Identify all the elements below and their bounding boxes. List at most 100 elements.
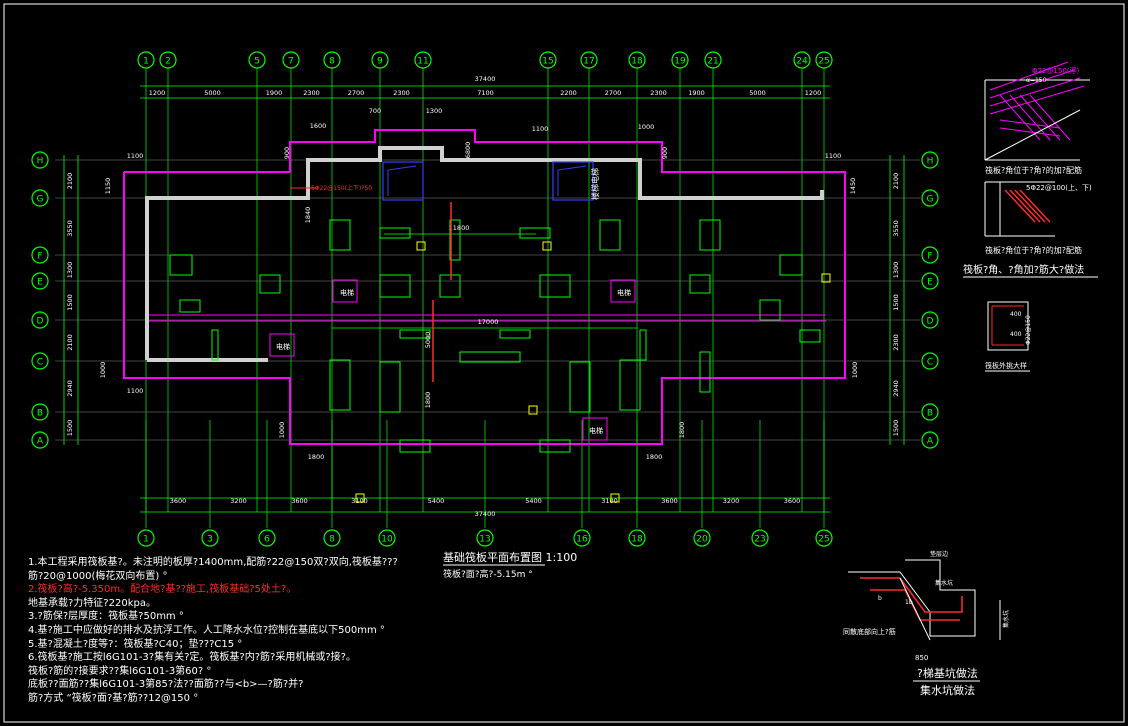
dimension-label: 1450 <box>849 178 857 195</box>
dimension-label: 1900 <box>688 89 705 97</box>
dimension-label: 1150 <box>104 178 112 195</box>
axis-bubble-10: 10 <box>378 529 396 547</box>
dimension-label: 3600 <box>170 497 187 505</box>
svg-text:850: 850 <box>915 654 928 662</box>
column-stub <box>599 219 621 251</box>
column-stub <box>689 274 711 294</box>
note-line: 6.筏板基?施工按l6G101-3?集有关?定。筏板基?内?筋?采用机械或?接?… <box>28 652 356 664</box>
svg-text:G: G <box>927 195 934 205</box>
note-line: 1.本工程采用筏板基?。未注明的板厚?1400mm,配筋?22@150双?双向,… <box>28 557 398 568</box>
svg-text:F: F <box>927 252 932 262</box>
dimension-label: 1000 <box>99 362 107 379</box>
axis-bubble-21: 21 <box>704 51 722 69</box>
svg-text:筏板外挑大样: 筏板外挑大样 <box>985 361 1027 370</box>
dimension-label: 1500 <box>66 420 74 437</box>
svg-text:H: H <box>927 157 934 167</box>
row-bubble-H-right: H <box>921 151 939 169</box>
dimension-label: 1800 <box>646 453 663 461</box>
svg-text:1b: 1b <box>905 599 913 606</box>
dimension-label: 1100 <box>127 387 144 395</box>
axis-bubble-17: 17 <box>580 51 598 69</box>
column-stub <box>779 254 803 276</box>
svg-text:18: 18 <box>631 535 643 545</box>
axis-bubble-1: 1 <box>137 51 155 69</box>
dimension-label: 6800 <box>464 142 472 159</box>
svg-text:9: 9 <box>377 57 383 67</box>
column-stub <box>169 254 193 276</box>
dimension-label: 3600 <box>661 497 678 505</box>
dimension-label: 3550 <box>66 220 74 237</box>
svg-text:电梯: 电梯 <box>340 288 354 297</box>
svg-text:A: A <box>37 437 44 447</box>
dimension-label: 1800 <box>678 422 686 439</box>
axis-bubble-24: 24 <box>793 51 811 69</box>
column-stub <box>699 219 721 251</box>
row-bubble-G-right: G <box>921 189 939 207</box>
dimension-label: 2940 <box>66 380 74 397</box>
svg-text:集水坑: 集水坑 <box>1002 610 1010 628</box>
dimension-label: 1840 <box>304 207 312 224</box>
svg-text:16: 16 <box>576 535 588 545</box>
note-line: 5.基?混凝土?度等?：筏板基?C40；垫???C15 ° <box>28 638 243 650</box>
svg-text:E: E <box>927 278 933 288</box>
dimension-label: 2100 <box>892 173 900 190</box>
svg-text:20: 20 <box>696 535 708 545</box>
dimension-label: 1000 <box>278 422 286 439</box>
axis-bubble-6: 6 <box>258 529 276 547</box>
row-bubble-A-right: A <box>921 431 939 449</box>
dimension-label: 900 <box>283 147 291 159</box>
svg-text:电梯: 电梯 <box>589 426 603 435</box>
svg-text:筏板?角位于?角?的加?配筋: 筏板?角位于?角?的加?配筋 <box>985 245 1082 255</box>
svg-text:25: 25 <box>818 57 829 67</box>
column-stub <box>539 439 571 453</box>
svg-text:?梯基坑做法: ?梯基坑做法 <box>917 666 978 680</box>
column-stub <box>211 329 219 361</box>
svg-text:24: 24 <box>796 57 808 67</box>
dimension-label: 1300 <box>892 262 900 279</box>
svg-text:7: 7 <box>288 57 294 67</box>
dimension-label: 2100 <box>66 334 74 351</box>
column-stub <box>539 274 571 298</box>
svg-text:400: 400 <box>1010 311 1022 318</box>
row-bubble-F: F <box>31 246 49 264</box>
note-line: 筏板?筋的?接要求??集l6G101-3第60? ° <box>28 665 212 677</box>
column-stub <box>399 329 431 339</box>
column-stub <box>799 329 821 343</box>
raft-outline <box>123 129 846 445</box>
dimension-label: 1100 <box>825 152 842 160</box>
svg-text:6: 6 <box>264 535 270 545</box>
svg-text:电梯: 电梯 <box>276 342 290 351</box>
dimension-label: 5000 <box>204 89 221 97</box>
row-bubble-H: H <box>31 151 49 169</box>
note-line: 筋?20@1000(梅花双向布置) ° <box>28 570 168 582</box>
dimension-label: 900 <box>661 147 669 159</box>
svg-text:H: H <box>37 157 44 167</box>
axis-bubble-8: 8 <box>323 529 341 547</box>
svg-text:1: 1 <box>143 57 149 67</box>
row-bubble-B-right: B <box>921 403 939 421</box>
corner-detail-2: 5Φ22@100(上、下) 筏板?角位于?角?的加?配筋 筏板?角、?角加?筋大… <box>963 181 1098 278</box>
dimension-label: 2300 <box>303 89 320 97</box>
interior-columns <box>169 219 821 453</box>
row-bubble-C-right: C <box>921 352 939 370</box>
axis-bubble-5: 5 <box>248 51 266 69</box>
dimension-label: 3600 <box>784 497 801 505</box>
svg-text:集水坑做法: 集水坑做法 <box>920 683 975 697</box>
column-stub <box>259 274 281 294</box>
dimension-label: 5000 <box>749 89 766 97</box>
svg-text:19: 19 <box>674 57 686 67</box>
column-stub <box>439 274 461 298</box>
dimension-label: 1900 <box>266 89 283 97</box>
dimension-label: 37400 <box>475 510 496 518</box>
pit-tag-2: 电梯 <box>610 279 636 303</box>
dimension-label: 1800 <box>424 392 432 409</box>
note-line: 底板??面筋??集l6G101-3第85?法??面筋??与<b>—?筋?并? <box>28 679 304 691</box>
svg-text:B: B <box>37 409 43 419</box>
svg-text:集水坑: 集水坑 <box>935 579 953 587</box>
row-bubble-D-right: D <box>921 311 939 329</box>
svg-text:D: D <box>927 317 934 327</box>
axis-bubble-18: 18 <box>628 51 646 69</box>
svg-text:B: B <box>927 409 933 419</box>
dimension-label: 2100 <box>66 173 74 190</box>
